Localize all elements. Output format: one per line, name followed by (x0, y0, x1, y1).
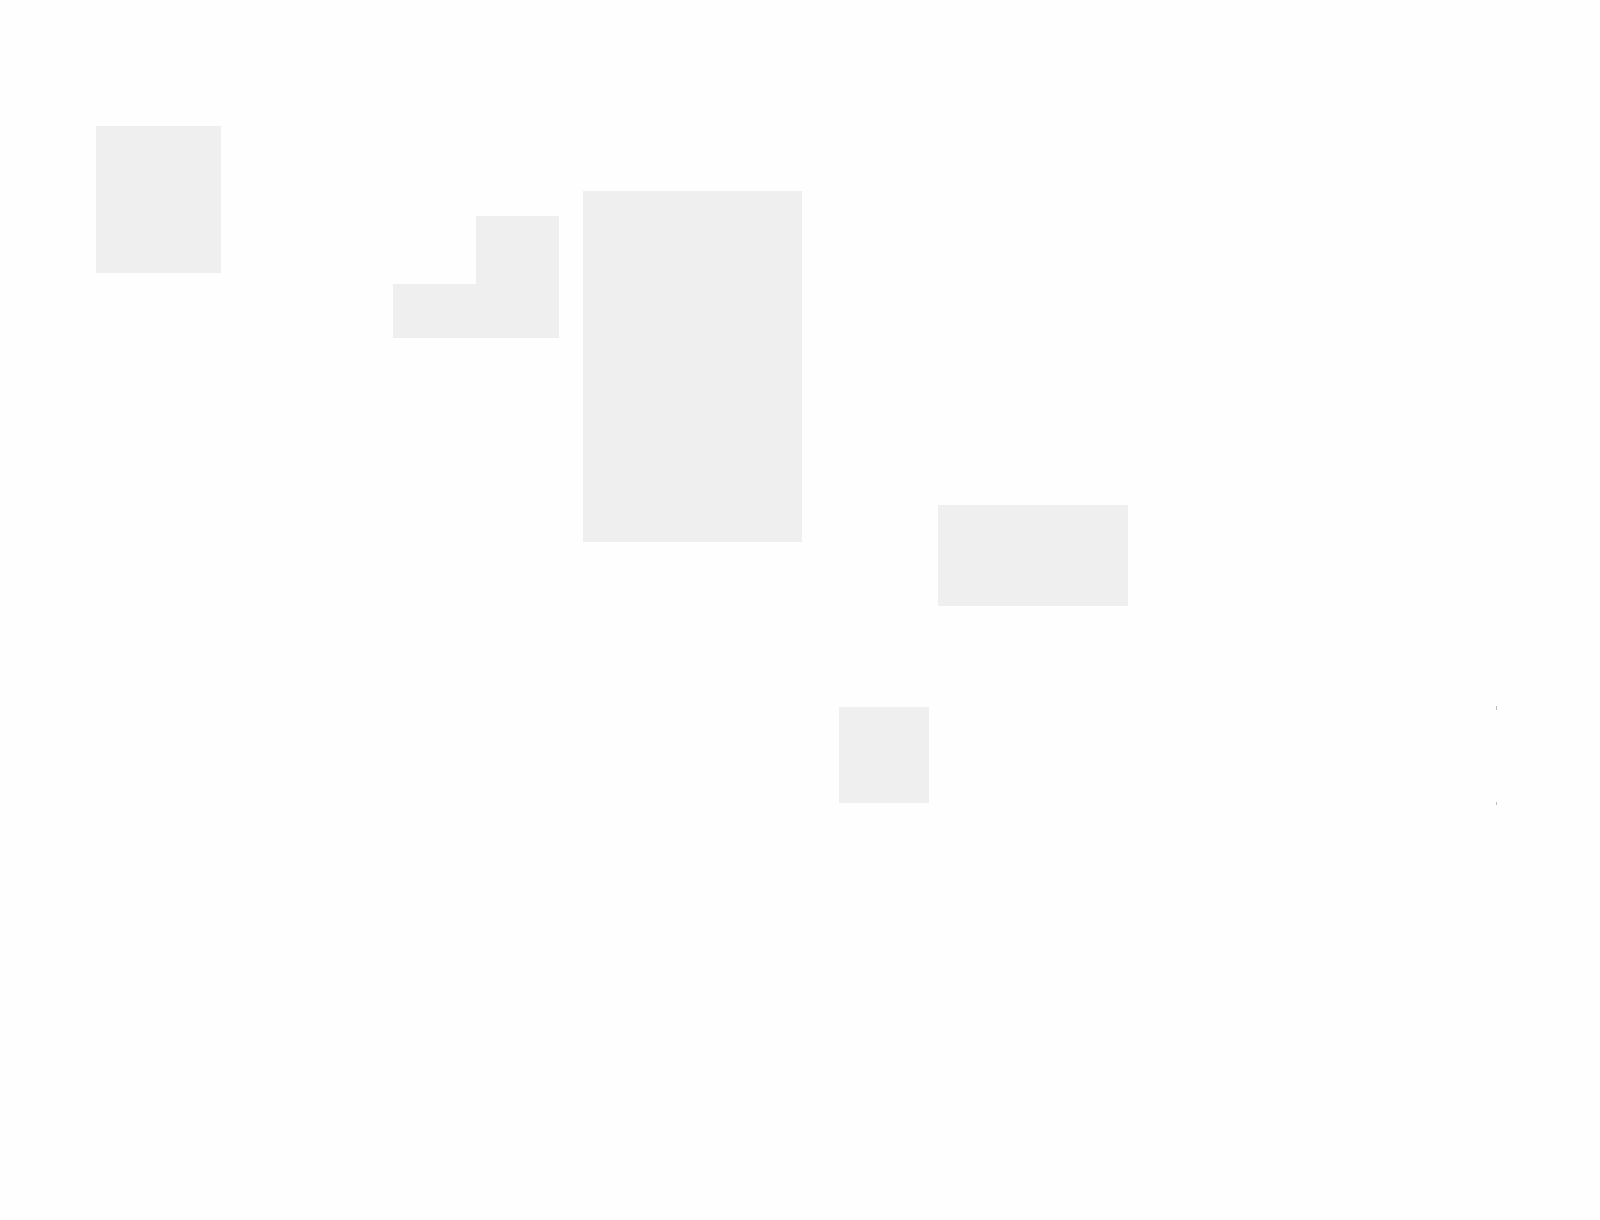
image-placeholder-5 (839, 707, 929, 803)
image-placeholder-3 (583, 191, 802, 542)
image-placeholder-1 (96, 126, 221, 273)
marker-bottom (1496, 802, 1497, 805)
marker-top (1496, 706, 1497, 710)
image-placeholder-2-bottom (393, 284, 559, 338)
image-placeholder-4 (938, 505, 1128, 606)
